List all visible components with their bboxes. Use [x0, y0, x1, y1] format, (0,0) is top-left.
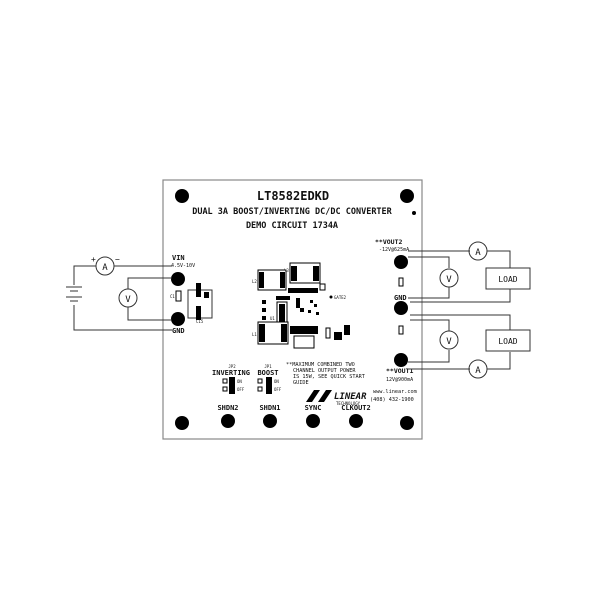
gnd-output-terminal[interactable] — [394, 301, 408, 315]
sync-terminal[interactable] — [306, 414, 320, 428]
jp1-ref: JP1 — [264, 364, 272, 369]
voltmeter-icon — [118, 288, 138, 308]
svg-text:LINEAR: LINEAR — [334, 392, 367, 402]
load-label: LOAD — [498, 337, 517, 346]
jp1-off-label: OFF — [274, 387, 282, 392]
load-box — [485, 267, 531, 290]
vout2-wire — [408, 250, 511, 268]
l2-label: L2 — [252, 279, 257, 284]
component-area: L3 L2 U1 GATE2 L1 — [252, 262, 350, 349]
input-return-wire — [73, 305, 172, 331]
vout1-label: **VOUT1 — [386, 367, 413, 375]
vout1-terminal[interactable] — [394, 353, 408, 367]
jp2-label: INVERTING — [212, 369, 250, 377]
mounting-hole — [400, 189, 414, 203]
c15-outline — [187, 289, 213, 319]
load2-return-wire — [410, 289, 511, 303]
jp2-jumper[interactable] — [222, 377, 235, 394]
jp2-off-label: OFF — [237, 387, 245, 392]
ammeter-icon — [468, 241, 488, 261]
mounting-hole — [175, 189, 189, 203]
input-wire — [73, 265, 172, 285]
jp1-jumper[interactable] — [257, 377, 272, 394]
c1-capacitor — [175, 290, 182, 302]
vout2-terminal[interactable] — [394, 255, 408, 269]
phone-text: (408) 432-1900 — [370, 397, 414, 403]
note-line: **MAXIMUM COMBINED TWO — [286, 362, 355, 368]
svg-text:TECHNOLOGY: TECHNOLOGY — [336, 401, 361, 406]
jp1-on-label: ON — [274, 379, 279, 384]
ammeter-label: A — [102, 263, 108, 273]
sync-label: SYNC — [305, 404, 322, 412]
l3-label: L3 — [284, 268, 289, 273]
vout1-wire — [408, 314, 511, 370]
note-line: IS 15W, SEE QUICK START — [293, 374, 365, 380]
website-text: www.linear.com — [373, 389, 417, 395]
load-label: LOAD — [498, 275, 517, 284]
c1-label: C1 — [170, 294, 175, 299]
gnd-input-terminal[interactable] — [171, 312, 185, 326]
vin-label: VIN — [172, 254, 185, 262]
voltmeter-label: V — [446, 275, 452, 285]
voltmeter-icon — [439, 268, 459, 288]
c15-pad — [204, 292, 209, 298]
ammeter-label: A — [475, 366, 481, 376]
battery-icon — [66, 286, 82, 302]
note-line: GUIDE — [293, 380, 309, 386]
fiducial — [412, 211, 416, 215]
gnd-input-label: GND — [172, 327, 185, 335]
vout2-rating: -12V@625mA — [379, 247, 409, 253]
c15-pad — [196, 306, 201, 320]
voltmeter2-wire — [408, 256, 450, 299]
ammeter-icon — [95, 256, 115, 276]
gnd-output-label: GND — [394, 294, 407, 302]
l1-label: L1 — [252, 332, 257, 337]
minus-sign: − — [115, 255, 120, 264]
load-box — [485, 329, 531, 352]
ammeter-icon — [468, 359, 488, 379]
mounting-hole — [175, 416, 189, 430]
board-outline — [162, 179, 423, 440]
plus-sign: + — [91, 255, 96, 264]
vout2-label: **VOUT2 — [375, 238, 402, 246]
c3-capacitor — [398, 325, 404, 335]
clkout2-label: CLKOUT2 — [341, 404, 371, 412]
c4-capacitor — [398, 277, 404, 287]
u1-label: U1 — [270, 316, 275, 321]
board-title: LT8582EDKD — [257, 189, 329, 203]
shdn2-label: SHDN2 — [217, 404, 238, 412]
voltmeter-label: V — [125, 295, 131, 305]
clkout2-terminal[interactable] — [349, 414, 363, 428]
jp2-on-label: ON — [237, 379, 242, 384]
demo-circuit-label: DEMO CIRCUIT 1734A — [246, 221, 338, 231]
shdn1-terminal[interactable] — [263, 414, 277, 428]
shdn1-label: SHDN1 — [259, 404, 280, 412]
jp2-ref: JP2 — [228, 364, 236, 369]
gate2-label: GATE2 — [334, 295, 347, 300]
vout1-rating: 12V@900mA — [386, 377, 413, 383]
vin-terminal[interactable] — [171, 272, 185, 286]
note-line: CHANNEL OUTPUT POWER — [293, 368, 356, 374]
shdn2-terminal[interactable] — [221, 414, 235, 428]
jp1-label: BOOST — [257, 369, 278, 377]
vin-range: 4.5V-10V — [171, 263, 195, 269]
c15-label: C15 — [196, 319, 204, 324]
voltmeter-wire — [127, 277, 172, 321]
voltmeter-label: V — [446, 337, 452, 347]
linear-technology-logo: LINEAR TECHNOLOGY — [306, 390, 367, 406]
board-subtitle: DUAL 3A BOOST/INVERTING DC/DC CONVERTER — [192, 207, 392, 217]
ammeter-label: A — [475, 248, 481, 258]
mounting-hole — [400, 416, 414, 430]
c15-pad — [196, 283, 201, 297]
voltmeter-icon — [439, 330, 459, 350]
